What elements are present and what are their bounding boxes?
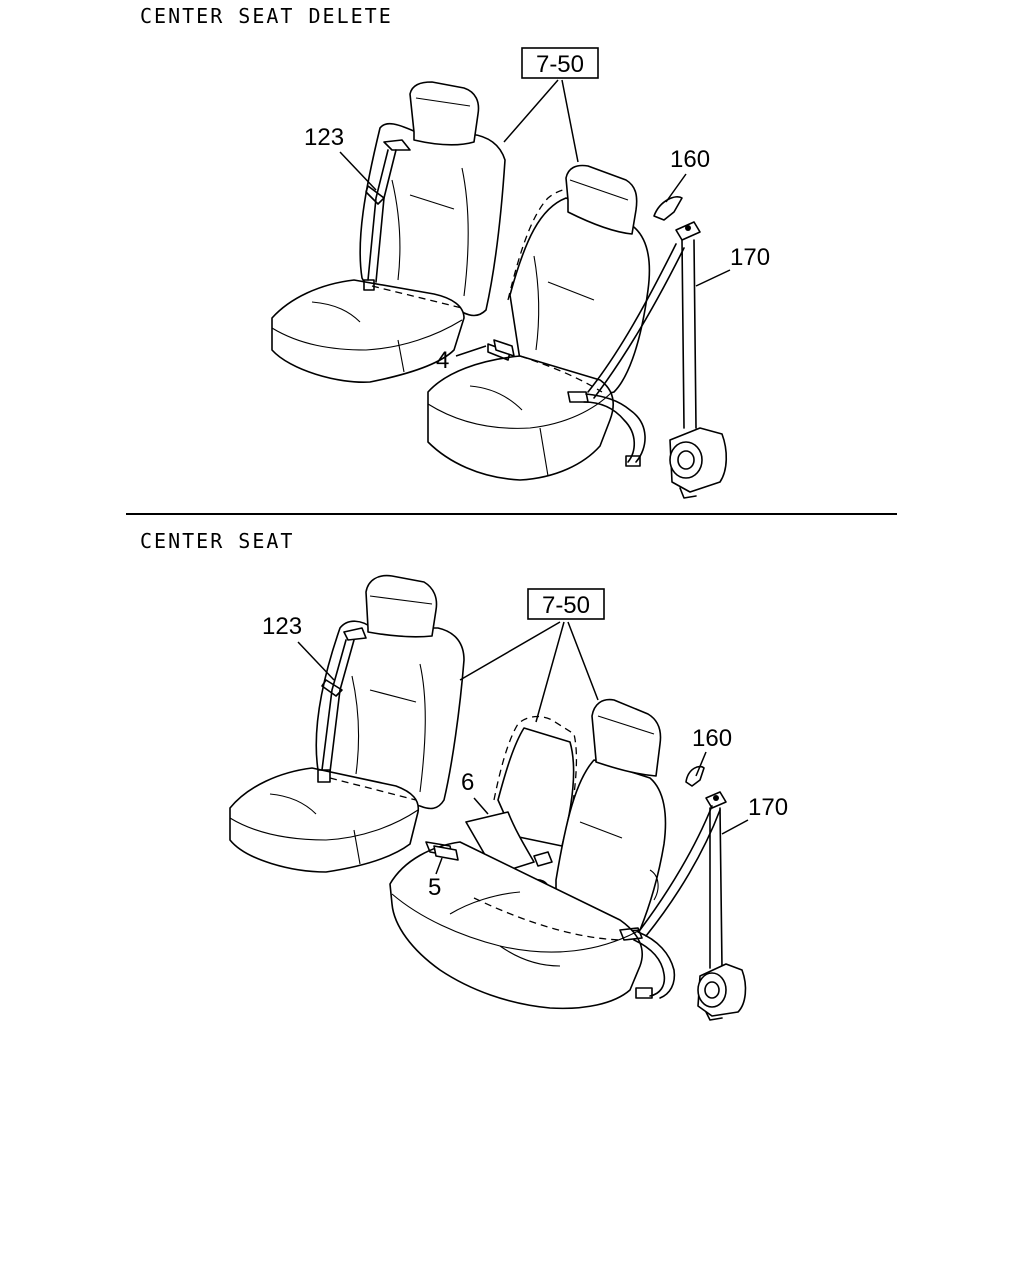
callout-123-top: 123 bbox=[304, 124, 344, 151]
section-title-center-seat-delete: CENTER SEAT DELETE bbox=[140, 4, 393, 28]
retractor-assembly bbox=[685, 765, 747, 1021]
callout-6-bottom: 6 bbox=[461, 769, 474, 796]
callout-5-bottom: 5 bbox=[428, 874, 441, 901]
callout-box-7-50-bottom bbox=[527, 588, 605, 620]
diagram-center-seat: 7-50 123 160 170 6 5 bbox=[229, 574, 788, 1021]
callout-7-50-bottom: 7-50 bbox=[542, 592, 590, 619]
callout-box-7-50-top bbox=[521, 47, 599, 79]
left-seat bbox=[271, 81, 506, 383]
section-title-center-seat: CENTER SEAT bbox=[140, 529, 295, 553]
callout-160-top: 160 bbox=[670, 146, 710, 173]
callout-170-top: 170 bbox=[730, 244, 770, 271]
callout-160-bottom: 160 bbox=[692, 725, 732, 752]
callout-123-bottom: 123 bbox=[262, 613, 302, 640]
callout-7-50-top: 7-50 bbox=[536, 51, 584, 78]
diagram-center-seat-delete: 7-50 123 160 170 4 bbox=[271, 47, 770, 499]
right-seat bbox=[427, 164, 685, 481]
callout-4-top: 4 bbox=[436, 347, 449, 374]
left-seat bbox=[229, 574, 465, 873]
right-seat bbox=[389, 698, 721, 1010]
callout-170-bottom: 170 bbox=[748, 794, 788, 821]
retractor-assembly bbox=[653, 196, 728, 499]
